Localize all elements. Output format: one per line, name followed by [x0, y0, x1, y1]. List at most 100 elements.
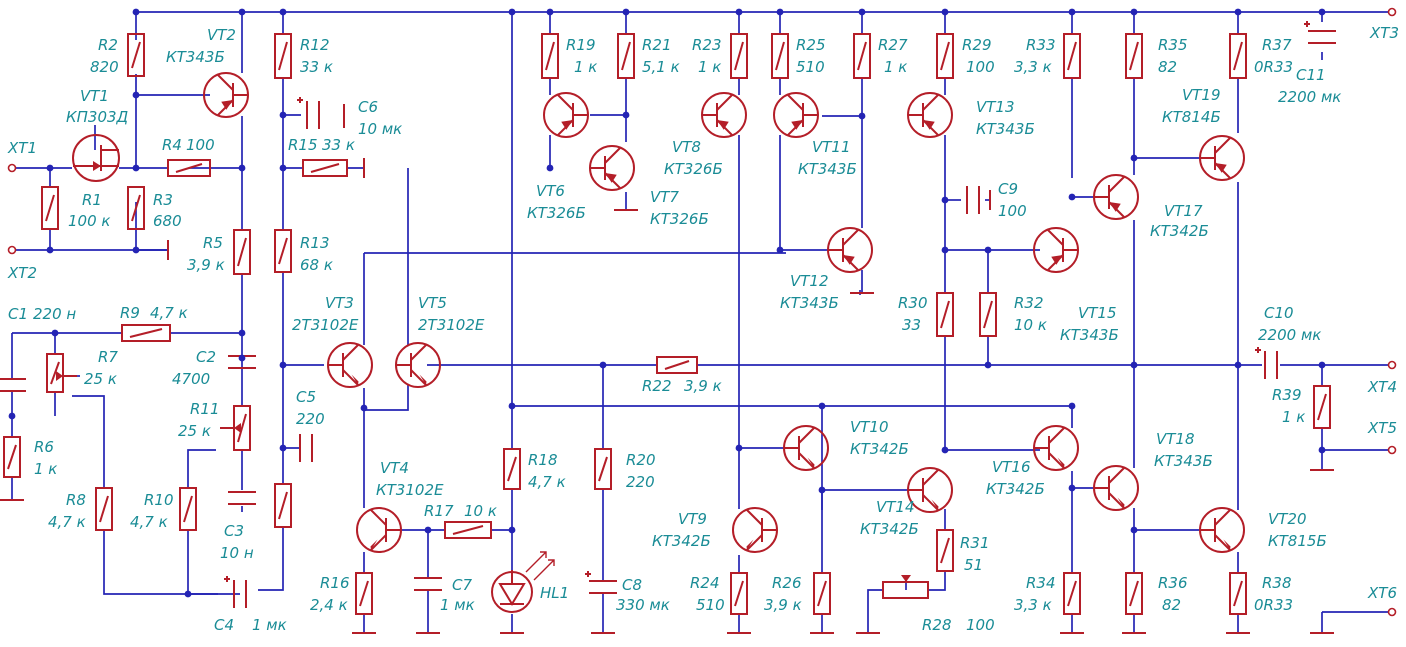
resistors-r4-ref-label: R4: [162, 136, 182, 154]
transistor-VT13: [907, 92, 953, 138]
capacitors-c6-ref-label: C6: [358, 98, 378, 116]
transistors-vt17-ref-label: VT17: [1164, 202, 1203, 220]
transistors-vt13-ref-label: VT13: [976, 98, 1015, 116]
connectors-xt6-label: XT6: [1367, 584, 1397, 602]
resistor-R39: [1313, 385, 1331, 429]
resistors-r34-value-label: 3,3 к: [1014, 596, 1052, 614]
resistors-r34-ref-label: R34: [1026, 574, 1056, 592]
resistors-r32-ref-label: R32: [1014, 294, 1044, 312]
resistors-r4-value-label: 100: [186, 136, 215, 154]
resistors-r26-value-label: 3,9 к: [764, 596, 802, 614]
resistors-r6-ref-label: R6: [34, 438, 54, 456]
resistors-r9-ref-label: R9: [120, 304, 140, 322]
transistors-vt7-ref-label: VT7: [650, 188, 679, 206]
resistors-r27-value-label: 1 к: [884, 58, 907, 76]
transistors-vt14-ref-label: VT14: [876, 498, 915, 516]
resistors-r26-ref-label: R26: [772, 574, 802, 592]
transistors-vt4-type-label: КТ3102Е: [376, 481, 444, 499]
resistor-R20: [594, 448, 612, 490]
resistor-R18: [503, 448, 521, 490]
capacitors-c1-ref-label: C1: [8, 305, 28, 323]
capacitors-c4-value-label: 1 мк: [252, 616, 287, 634]
resistors-r11-ref-label: R11: [190, 400, 220, 418]
resistor-R22: [656, 356, 698, 374]
capacitor-C3: [228, 491, 256, 505]
resistor-R34: [1063, 572, 1081, 615]
resistors-r18-value-label: 4,7 к: [528, 473, 566, 491]
connectors-xt4-label: XT4: [1367, 378, 1397, 396]
resistors-r25-value-label: 510: [796, 58, 825, 76]
resistors-r20-value-label: 220: [626, 473, 655, 491]
transistors-vt3-ref-label: VT3: [325, 294, 354, 312]
capacitor-C7: [414, 577, 442, 591]
resistors-r9-value-label: 4,7 к: [150, 304, 188, 322]
transistors-vt12-type-label: КТ343Б: [780, 294, 839, 312]
transistors-vt3-type-label: 2Т3102Е: [292, 316, 359, 334]
capacitor-C4: [224, 576, 247, 608]
resistor-R26: [813, 572, 831, 615]
connectors-xt5-label: XT5: [1367, 419, 1397, 437]
resistor-R36: [1125, 572, 1143, 615]
resistors-r37-value-label: 0R33: [1254, 58, 1293, 76]
transistors-vt2-type-label: КТ343Б: [166, 48, 225, 66]
connectors-xt3-label: XT3: [1369, 24, 1399, 42]
resistors-r18-ref-label: R18: [528, 451, 558, 469]
resistors-r1-ref-label: R1: [82, 191, 102, 209]
resistor-R35: [1125, 33, 1143, 79]
resistors-r15-ref-label: R15: [288, 136, 318, 154]
transistors-vt15-ref-label: VT15: [1078, 304, 1117, 322]
resistor-R2: [127, 33, 145, 77]
resistors-r8-ref-label: R8: [66, 491, 86, 509]
transistor-VT17: [1093, 174, 1139, 220]
resistors-r30-value-label: 33: [902, 316, 921, 334]
resistors-r21-ref-label: R21: [642, 36, 672, 54]
resistors-r24-ref-label: R24: [690, 574, 720, 592]
transistors-vt20-ref-label: VT20: [1268, 510, 1307, 528]
resistor-R5: [233, 229, 251, 275]
resistors-r17-ref-label: R17: [424, 502, 454, 520]
transistor-VT1: [72, 134, 120, 182]
capacitors-c11-ref-label: C11: [1296, 66, 1326, 84]
transistors-vt15-type-label: КТ343Б: [1060, 326, 1119, 344]
resistor-R28: [882, 575, 929, 599]
capacitor-C1: [0, 378, 26, 392]
resistors-r32-value-label: 10 к: [1014, 316, 1047, 334]
labels: XT1XT2XT3XT4XT5XT6VT1КП303ДVT2КТ343БR282…: [7, 24, 1399, 634]
capacitors-c8-value-label: 330 мк: [616, 596, 670, 614]
capacitors-c7-ref-label: C7: [452, 576, 472, 594]
capacitors-c9-value-label: 100: [998, 202, 1027, 220]
resistors-r15-value-label: 33 к: [322, 136, 355, 154]
resistors-r39-value-label: 1 к: [1282, 408, 1305, 426]
resistors-r36-ref-label: R36: [1158, 574, 1188, 592]
resistors-r28-ref-label: R28: [922, 616, 952, 634]
resistor-R6: [3, 436, 21, 478]
capacitors-c10-ref-label: C10: [1264, 304, 1294, 322]
connector-terminals: [7, 7, 1397, 617]
transistor-VT15: [1033, 227, 1079, 273]
resistor-R19: [541, 33, 559, 79]
resistor-R16: [355, 572, 373, 615]
resistors-r12-value-label: 33 к: [300, 58, 333, 76]
transistor-VT2: [203, 72, 249, 118]
resistors-r17-value-label: 10 к: [464, 502, 497, 520]
resistor-R4: [167, 159, 211, 177]
resistors-r3-ref-label: R3: [153, 191, 173, 209]
led-hl1-ref-label: HL1: [540, 584, 569, 602]
resistors-r29-ref-label: R29: [962, 36, 992, 54]
resistor-R38: [1229, 572, 1247, 615]
transistors-vt18-type-label: КТ343Б: [1154, 452, 1213, 470]
resistor-R10: [179, 487, 197, 531]
transistor-VT3: [327, 342, 373, 388]
resistor-R1: [41, 186, 59, 230]
resistors-r38-ref-label: R38: [1262, 574, 1292, 592]
transistor-VT19: [1199, 135, 1245, 181]
transistors-vt2-ref-label: VT2: [207, 26, 236, 44]
capacitors-c8-ref-label: C8: [622, 576, 642, 594]
resistor-R14: [274, 483, 292, 528]
resistor-R33: [1063, 33, 1081, 79]
resistor-R17: [444, 521, 492, 539]
led-HL1: [491, 551, 555, 613]
transistors-vt7-type-label: КТ326Б: [650, 210, 709, 228]
transistors-vt5-type-label: 2Т3102Е: [418, 316, 485, 334]
resistors-r10-ref-label: R10: [144, 491, 174, 509]
